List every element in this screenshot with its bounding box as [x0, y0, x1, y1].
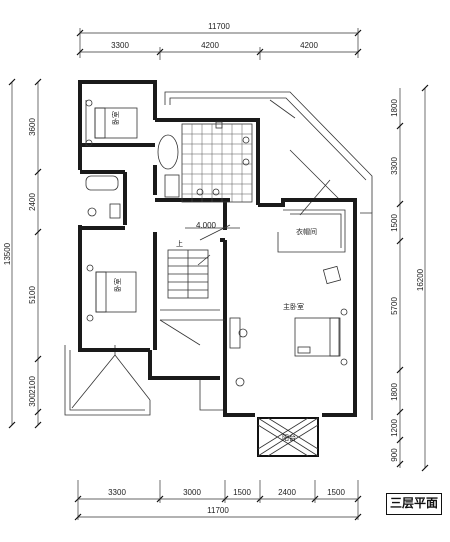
bottom-segment-2: 3000 — [183, 488, 201, 497]
right-segment-3: 1500 — [390, 214, 399, 232]
right-segment-4: 5700 — [390, 297, 399, 315]
right-segment-1: 1800 — [390, 99, 399, 117]
walls — [78, 80, 357, 417]
master-bed — [294, 308, 348, 366]
right-segment-6: 1200 — [390, 419, 399, 437]
right-segment-7: 900 — [390, 448, 399, 462]
left-overall-dimension: 13500 — [3, 242, 12, 265]
master-desk — [229, 317, 248, 387]
stair-up-label: 上 — [176, 239, 183, 248]
bottom-overall-dimension: 11700 — [207, 506, 229, 515]
top-overall-dimension: 11700 — [208, 22, 230, 31]
room-label-closet: 衣帽间 — [296, 227, 317, 236]
bathroom-tile-grid — [157, 121, 253, 203]
bath-icon — [85, 175, 119, 191]
small-bathroom-fixtures — [85, 175, 121, 219]
toilet-icon — [87, 207, 97, 217]
room-label-bedroom-bottom: 卧室 — [113, 278, 122, 292]
left-segment-3: 5100 — [28, 286, 37, 304]
left-dimension-chain: 13500 3600 2400 5100 2100 300 — [3, 78, 42, 429]
right-dimension-chain: 1800 3300 1500 5700 1800 1200 900 16200 — [390, 84, 429, 472]
balcony — [257, 417, 319, 457]
room-label-master-bedroom: 主卧室 — [283, 302, 304, 311]
right-segment-5: 1800 — [390, 383, 399, 401]
plan-title: 三层平面 — [386, 493, 442, 515]
top-bedroom-bed — [85, 99, 138, 147]
bottom-dimension-chain: 3300 3000 1500 2400 1500 11700 — [74, 480, 362, 521]
armchair-icon — [322, 265, 342, 285]
room-label-balcony: 阳台 — [282, 433, 296, 442]
lower-roof-outline — [64, 91, 373, 420]
bottom-segment-4: 2400 — [278, 488, 296, 497]
left-segment-5: 300 — [28, 393, 37, 407]
top-dimension-chain: 11700 3300 4200 4200 — [76, 22, 362, 60]
right-segment-2: 3300 — [390, 157, 399, 175]
left-segment-2: 2400 — [28, 193, 37, 211]
room-label-bedroom-top: 卧室 — [111, 111, 120, 125]
bathtub-icon — [157, 134, 179, 170]
stair-dimension: 4.000 — [196, 221, 217, 230]
bottom-segment-5: 1500 — [327, 488, 345, 497]
bottom-segment-3: 1500 — [233, 488, 251, 497]
right-overall-dimension: 16200 — [416, 268, 425, 291]
top-segment-2: 4200 — [201, 41, 219, 50]
left-segment-4: 2100 — [28, 376, 37, 394]
top-segment-3: 4200 — [300, 41, 318, 50]
top-segment-1: 3300 — [111, 41, 129, 50]
stair: 上 4.000 — [159, 221, 240, 346]
bottom-bedroom-bed — [86, 264, 137, 322]
bottom-segment-1: 3300 — [108, 488, 126, 497]
left-segment-1: 3600 — [28, 118, 37, 136]
